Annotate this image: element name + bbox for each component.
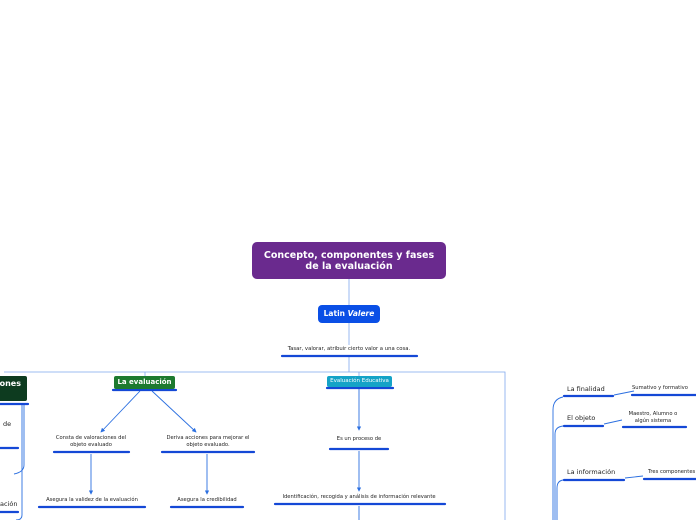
definition-label: Tasar, valorar, atribuir cierto valor a … bbox=[287, 346, 411, 352]
far-left-item-1[interactable]: de bbox=[3, 420, 11, 428]
right-item-objeto-value-label: Maestro, Alumno o algún sistema bbox=[628, 411, 678, 424]
left-grandchild-1[interactable]: Asegura la validez de la evaluación bbox=[36, 497, 148, 504]
arrow-left-branch-child-2 bbox=[151, 390, 197, 433]
right-item-finalidad-label: La finalidad bbox=[567, 385, 605, 393]
connector-far-left bbox=[13, 405, 25, 475]
right-item-finalidad-value-label: Sumativo y formativo bbox=[632, 385, 688, 391]
latin-node[interactable]: Latin Valere bbox=[318, 305, 380, 323]
right-item-objeto-value[interactable]: Maestro, Alumno o algún sistema bbox=[622, 411, 684, 424]
right-item-finalidad-value[interactable]: Sumativo y formativo bbox=[632, 385, 696, 392]
left-grandchild-2-label: Asegura la credibilidad bbox=[177, 497, 237, 503]
connector-branch-frame bbox=[4, 371, 506, 520]
center-grandchild[interactable]: Identificación, recogida y análisis de i… bbox=[266, 494, 452, 501]
definition-node[interactable]: Tasar, valorar, atribuir cierto valor a … bbox=[272, 346, 426, 353]
left-child-1-label: Consta de valoraciones del objeto evalua… bbox=[55, 435, 127, 448]
left-child-2[interactable]: Deriva acciones para mejorar el objeto e… bbox=[162, 435, 254, 448]
left-child-1[interactable]: Consta de valoraciones del objeto evalua… bbox=[54, 435, 128, 448]
left-child-2-label: Deriva acciones para mejorar el objeto e… bbox=[166, 435, 250, 448]
right-item-objeto[interactable]: El objeto bbox=[567, 414, 595, 422]
right-item-objeto-label: El objeto bbox=[567, 414, 596, 422]
far-left-item-2[interactable]: ación bbox=[0, 500, 17, 508]
right-item-informacion[interactable]: La información bbox=[567, 468, 615, 476]
right-item-finalidad[interactable]: La finalidad bbox=[567, 385, 605, 393]
far-left-item-1-label: de bbox=[3, 420, 12, 428]
connector-objeto-value bbox=[603, 419, 623, 425]
far-left-branch-node[interactable]: ones bbox=[0, 376, 27, 401]
latin-word: Valere bbox=[347, 309, 375, 318]
right-item-informacion-label: La información bbox=[567, 468, 616, 476]
connector-informacion-value bbox=[624, 475, 644, 479]
far-left-item-2-label: ación bbox=[0, 500, 18, 508]
far-left-branch-label: ones bbox=[0, 379, 21, 388]
connector-finalidad-value bbox=[613, 390, 635, 396]
center-branch-node[interactable]: Evaluación Educativa bbox=[327, 376, 392, 387]
connector-right-panel-2 bbox=[554, 425, 564, 520]
center-child-label: Es un proceso de bbox=[336, 436, 382, 442]
left-grandchild-2[interactable]: Asegura la credibilidad bbox=[168, 497, 246, 504]
right-item-informacion-value[interactable]: Tres componentes bbox=[648, 469, 696, 476]
root-topic[interactable]: Concepto, componentes y fases de la eval… bbox=[252, 242, 446, 279]
arrow-left-branch-child-1 bbox=[100, 390, 141, 433]
left-branch-label: La evaluación bbox=[117, 378, 172, 386]
right-item-informacion-value-label: Tres componentes bbox=[648, 469, 696, 475]
connector-right-panel bbox=[552, 396, 564, 520]
latin-prefix: Latin bbox=[323, 309, 348, 318]
connector-right-panel-3 bbox=[556, 479, 564, 520]
root-topic-label: Concepto, componentes y fases de la eval… bbox=[263, 250, 435, 272]
center-grandchild-label: Identificación, recogida y análisis de i… bbox=[282, 494, 436, 500]
left-grandchild-1-label: Asegura la validez de la evaluación bbox=[46, 497, 138, 503]
left-branch-node[interactable]: La evaluación bbox=[114, 376, 175, 389]
center-branch-label: Evaluación Educativa bbox=[330, 378, 389, 384]
center-child[interactable]: Es un proceso de bbox=[320, 436, 398, 443]
